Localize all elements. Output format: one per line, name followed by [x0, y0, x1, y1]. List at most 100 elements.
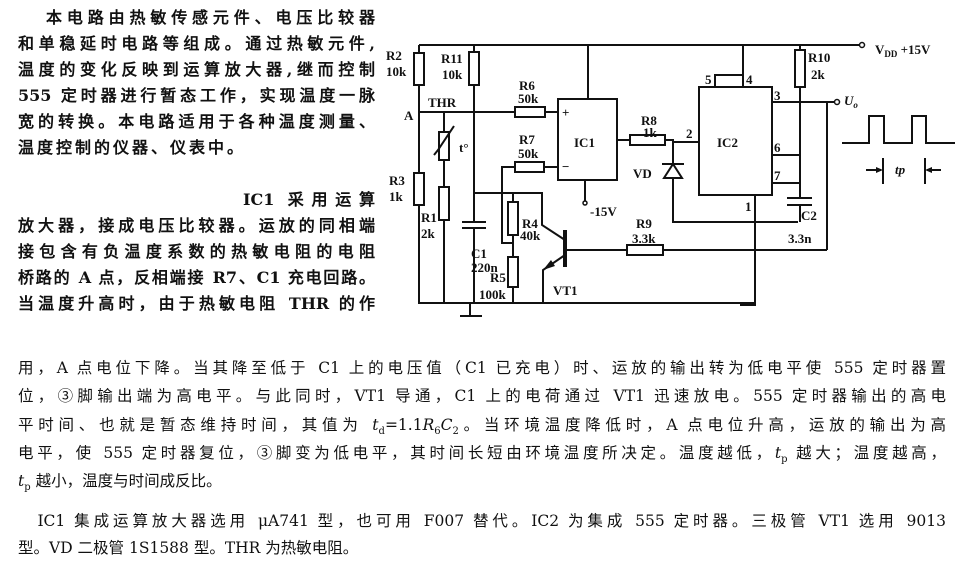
label-r6-value: 50k: [518, 91, 539, 106]
resistor-r4: [507, 201, 519, 236]
circuit-diagram: R2 10k R11 10k A THR t° R3 1k R1 2k R6 5…: [386, 0, 955, 317]
label-pin7: 7: [774, 168, 781, 183]
body-line: 电平，使 555 定时器复位，③脚变为低电平，其时间长短由环境温度所决定。温度越…: [18, 443, 946, 470]
label-r5-value: 100k: [479, 287, 507, 302]
neg-terminal: [582, 200, 588, 206]
label-r10: R10: [808, 50, 830, 65]
resistor-r6: [514, 106, 546, 118]
capacitor-c2: [787, 197, 812, 206]
label-vdd: VDD +15V: [875, 42, 931, 59]
transistor-emitter-arrow: [543, 260, 555, 270]
formula-c: C: [440, 416, 453, 434]
text: 电平，使 555 定时器复位，③脚变为低电平，其时间长短由环境温度所决定。温度越…: [18, 444, 775, 462]
resistor-r7: [514, 161, 545, 173]
resistor-r3: [413, 172, 425, 206]
label-tp: tp: [895, 162, 906, 177]
label-r11-value: 10k: [442, 67, 463, 82]
tp: t: [18, 472, 25, 490]
intro-line: 当温度升高时，由于热敏电阻 THR 的作: [18, 294, 375, 313]
resistor-r2: [413, 52, 425, 86]
output-waveform: [842, 115, 955, 144]
tp-sub: p: [24, 482, 31, 494]
intro-line: 温度控制的仪器、仪表中。: [18, 138, 247, 157]
intro-line: 555 定时器进行暂态工作，实现温度一脉: [18, 86, 375, 105]
vdd-terminal: [858, 41, 866, 49]
vdd-value: +15V: [897, 42, 931, 57]
intro-line: 放大器，接成电压比较器。运放的同相端: [18, 216, 375, 235]
resistor-r8: [629, 134, 666, 146]
label-r6: R6: [519, 78, 535, 93]
intro-line: 接包含有负温度系数的热敏电阻的电阻: [18, 242, 375, 261]
formula-sub: 6: [434, 426, 441, 438]
formula-sub: d: [378, 426, 385, 438]
capacitor-c1: [462, 221, 486, 229]
label-pin4: 4: [746, 72, 753, 87]
resistor-r9: [626, 244, 664, 256]
label-c1: C1: [471, 246, 487, 261]
label-pin5: 5: [705, 72, 712, 87]
label-r9-value: 3.3k: [632, 231, 656, 246]
body-line: 平时间、也就是暂态维持时间，其值为 td=1.1R6C2。当环境温度降低时，A …: [18, 415, 946, 442]
body-line: 用，A 点电位下降。当其降至低于 C1 上的电压值（C1 已充电）时、运放的输出…: [18, 359, 946, 377]
vdd-v: V: [875, 42, 885, 57]
intro-line: 本电路由热敏传感元件、电压比较器: [46, 8, 375, 27]
label-r7-value: 50k: [518, 146, 539, 161]
tp-sub: p: [781, 454, 788, 466]
body-line: 型。VD 二极管 1S1588 型。THR 为热敏电阻。: [18, 539, 359, 557]
label-vd: VD: [633, 166, 652, 181]
label-r2-value: 10k: [386, 64, 407, 79]
ic1-box: [557, 98, 618, 181]
intro-line: 和单稳延时电路等组成。通过热敏元件,: [18, 34, 375, 53]
body-line: IC1 集成运算放大器选用 μA741 型，也可用 F007 替代。IC2 为集…: [18, 512, 946, 530]
tp: t: [774, 444, 782, 462]
vdd-sub: DD: [884, 49, 897, 59]
resistor-r11: [468, 51, 480, 86]
label-r3-value: 1k: [389, 189, 404, 204]
label-r5: R5: [490, 270, 506, 285]
label-ic2: IC2: [717, 135, 738, 150]
intro-line: IC1 采用运算: [243, 190, 375, 209]
label-thr: THR: [428, 95, 457, 110]
formula-eq: =1.1: [384, 416, 423, 434]
formula-r: R: [422, 416, 435, 434]
label-temp: t°: [459, 140, 469, 155]
label-r1: R1: [421, 210, 437, 225]
label-r8-value: 1k: [643, 125, 658, 140]
label-neg15v: -15V: [590, 204, 617, 219]
thermistor-slash: [433, 125, 455, 156]
text: 。当环境温度降低时，A 点电位升高，运放的输出为高: [458, 416, 946, 434]
label-uo: Uo: [844, 93, 858, 110]
label-pin6: 6: [774, 140, 781, 155]
resistor-r5: [507, 256, 519, 288]
tp-markers: [866, 158, 941, 184]
uo-u: U: [844, 93, 854, 108]
uo-sub: o: [853, 100, 858, 110]
resistor-r10: [794, 49, 806, 88]
label-r10-value: 2k: [811, 67, 826, 82]
label-a: A: [404, 108, 414, 123]
label-pin3: 3: [774, 88, 781, 103]
label-r4: R4: [522, 216, 538, 231]
body-line: 位，③脚输出端为高电平。与此同时，VT1 导通，C1 上的电荷通过 VT1 迅速…: [18, 387, 946, 405]
label-pin1: 1: [745, 199, 752, 214]
label-r4-value: 40k: [520, 228, 541, 243]
label-r7: R7: [519, 132, 535, 147]
label-r1-value: 2k: [421, 226, 436, 241]
label-r8: R8: [641, 113, 657, 128]
text: 平时间、也就是暂态维持时间，其值为: [18, 416, 373, 434]
label-plus: +: [562, 105, 569, 120]
label-r2: R2: [386, 48, 402, 63]
formula-sub: 2: [452, 426, 459, 438]
text: 越大；温度越高，: [787, 444, 946, 462]
label-r11: R11: [441, 51, 463, 66]
label-pin2: 2: [686, 126, 693, 141]
label-c1-value: 220n: [471, 260, 499, 275]
text: 越小，温度与时间成反比。: [30, 472, 222, 490]
label-c2-value: 3.3n: [788, 231, 812, 246]
body-line: tp 越小，温度与时间成反比。: [18, 471, 946, 498]
formula-t: t: [372, 416, 379, 434]
resistor-r1: [438, 186, 450, 221]
ic2-box: [698, 86, 773, 196]
label-c2: C2: [801, 208, 817, 223]
intro-line: 桥路的 A 点，反相端接 R7、C1 充电回路。: [18, 268, 375, 287]
